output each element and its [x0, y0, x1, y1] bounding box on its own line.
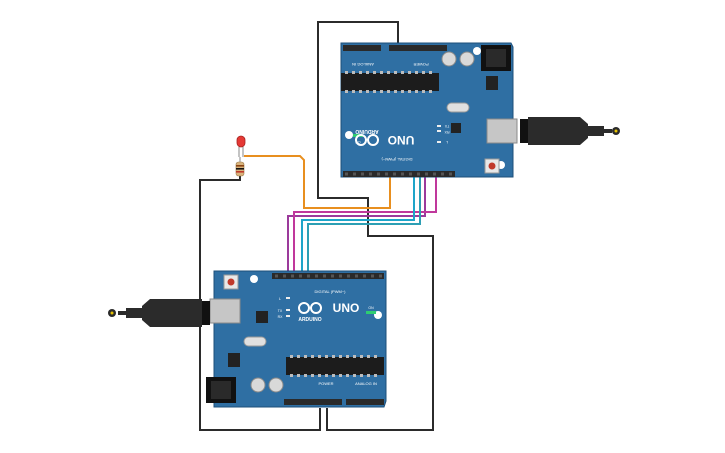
red-led[interactable] — [236, 135, 246, 157]
power-label: POWER — [318, 381, 333, 386]
crystal-icon — [446, 102, 470, 113]
usb-cable-top[interactable] — [520, 117, 620, 145]
arduino-brand: ARDUINO — [298, 317, 321, 323]
reset-button-icon[interactable] — [484, 158, 500, 174]
uno-logo: UNO — [333, 301, 360, 315]
regulator-icon — [228, 353, 240, 367]
svg-text:L: L — [279, 297, 281, 301]
microcontroller-chip-icon — [341, 71, 439, 93]
on-indicator — [366, 311, 376, 314]
dc-jack-icon — [481, 45, 511, 71]
analog-in-label: ANALOG IN — [355, 381, 377, 386]
svg-text:TX: TX — [278, 309, 283, 313]
usb-cable-bottom[interactable] — [108, 299, 210, 327]
wires — [199, 21, 437, 431]
capacitor-icon — [441, 51, 475, 67]
usb-b-port-icon — [486, 118, 518, 144]
analog-in-label: ANALOG IN — [352, 62, 374, 67]
arduino-uno-bottom[interactable]: DIGITAL (PWM~) L TX RX UNO ARDUINO ON — [206, 270, 387, 408]
svg-text:ON: ON — [368, 306, 374, 310]
reset-button-icon[interactable] — [223, 274, 239, 290]
arduino-uno-top[interactable]: ANALOG IN POWER TX RX L — [340, 42, 518, 178]
wire-teal-2[interactable] — [307, 176, 421, 272]
svg-text:RX: RX — [444, 130, 450, 134]
analog-header[interactable] — [346, 399, 384, 405]
svg-text:RX: RX — [278, 315, 284, 319]
digital-header[interactable] — [343, 171, 455, 177]
resistor[interactable] — [235, 157, 245, 177]
analog-header[interactable] — [343, 45, 381, 51]
svg-text:ON: ON — [355, 140, 361, 144]
arduino-infinity-icon — [355, 134, 379, 146]
arduino-brand: ARDUINO — [355, 128, 378, 134]
svg-text:TX: TX — [444, 124, 449, 128]
wire-magenta-2[interactable] — [293, 176, 437, 272]
crystal-icon — [243, 336, 267, 347]
digital-header[interactable] — [272, 273, 384, 279]
digital-label: DIGITAL (PWM~) — [315, 289, 347, 294]
microcontroller-chip-icon — [286, 355, 384, 377]
svg-text:L: L — [446, 140, 448, 144]
dc-jack-icon — [206, 377, 236, 403]
capacitor-icon — [250, 377, 284, 393]
power-label: POWER — [413, 62, 428, 67]
wire-purple-1[interactable] — [287, 176, 426, 272]
power-header[interactable] — [284, 399, 342, 405]
uno-logo: UNO — [388, 133, 415, 147]
wire-cyan-1[interactable] — [301, 176, 415, 272]
wire-orange-led[interactable] — [244, 155, 391, 209]
digital-label: DIGITAL (PWM~) — [381, 157, 413, 162]
regulator-icon — [486, 76, 498, 90]
arduino-infinity-icon — [298, 302, 322, 314]
usb-b-port-icon — [209, 298, 241, 324]
power-header[interactable] — [389, 45, 447, 51]
